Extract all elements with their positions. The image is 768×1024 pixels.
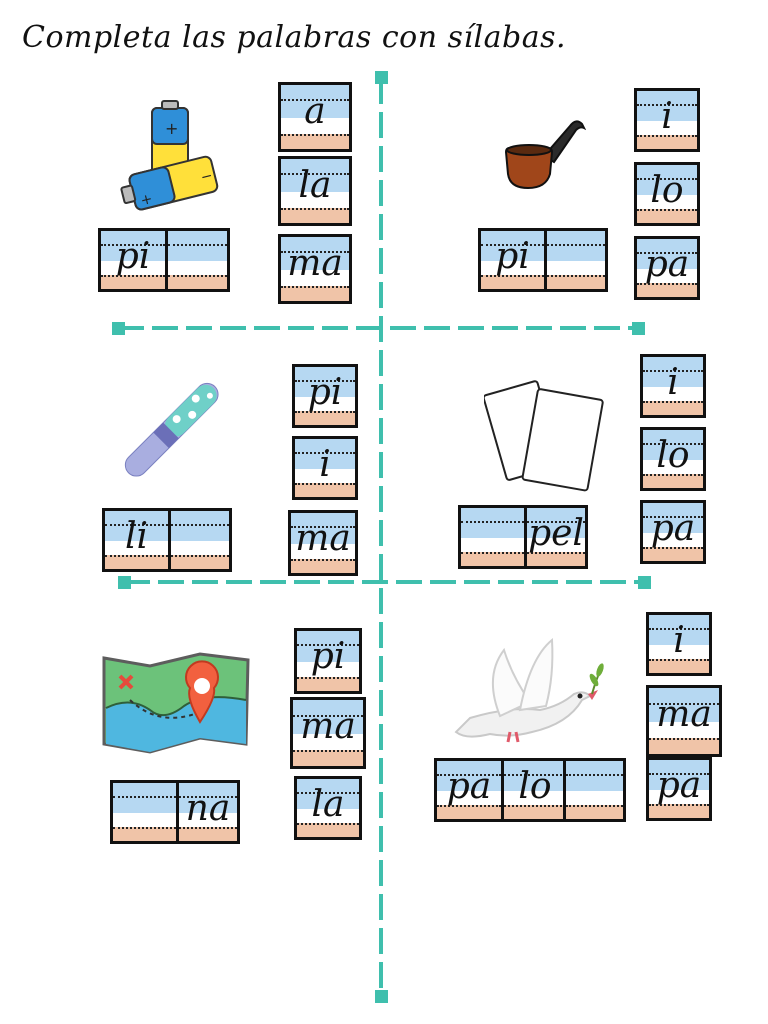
syllable-text: pi <box>310 636 346 678</box>
page-title: Completa las palabras con sílabas. <box>22 20 567 55</box>
syllable-card[interactable]: pa <box>640 500 706 564</box>
syllable-slot: li <box>105 511 168 569</box>
syllable-text: pel <box>528 513 584 555</box>
syllable-card[interactable]: ma <box>288 510 358 576</box>
nail-file-icon <box>124 382 219 477</box>
syllable-slot: pi <box>101 231 165 289</box>
syllable-text: lo <box>656 435 690 477</box>
syllable-card[interactable]: ma <box>278 234 352 304</box>
syllable-text: pa <box>446 766 492 808</box>
syllable-card[interactable]: ma <box>646 685 722 757</box>
syllable-card[interactable]: i <box>640 354 706 418</box>
syllable-card[interactable]: ma <box>290 697 366 769</box>
dove-icon <box>454 637 604 743</box>
svg-text:−: − <box>199 168 214 186</box>
syllable-text: na <box>185 788 231 830</box>
svg-text:+: + <box>139 191 154 209</box>
syllable-slot <box>461 508 524 566</box>
syllable-slot <box>113 783 176 841</box>
syllable-card[interactable]: lo <box>634 162 700 226</box>
syllable-slot <box>165 231 227 289</box>
syllable-text: pi <box>495 236 530 278</box>
syllable-card[interactable]: i <box>292 436 358 500</box>
syllable-text: ma <box>300 706 356 748</box>
syllable-text: la <box>311 784 345 826</box>
syllable-text: pa <box>644 244 690 286</box>
syllable-text: lo <box>650 170 684 212</box>
svg-text:+: + <box>165 119 178 138</box>
syllable-card[interactable]: la <box>278 156 352 226</box>
syllable-text: li <box>124 516 149 558</box>
syllable-slot: pel <box>524 508 585 566</box>
syllable-slot: pa <box>437 761 501 819</box>
syllable-text: pi <box>307 372 343 414</box>
syllable-card[interactable]: i <box>646 612 712 676</box>
syllable-card[interactable]: pa <box>646 757 712 821</box>
syllable-card[interactable]: pa <box>634 236 700 300</box>
paper-sheets-icon <box>484 380 604 492</box>
map-icon <box>102 652 250 754</box>
syllable-card[interactable]: i <box>634 88 700 152</box>
syllable-slot: lo <box>501 761 566 819</box>
pipe-icon <box>504 120 586 190</box>
syllable-text: i <box>673 620 685 662</box>
syllable-text: ma <box>656 694 712 736</box>
syllable-text: la <box>298 164 332 206</box>
word-box: na <box>110 780 240 844</box>
syllable-text: lo <box>518 766 552 808</box>
syllable-card[interactable]: a <box>278 82 352 152</box>
syllable-text: pa <box>656 765 702 807</box>
syllable-slot: pi <box>481 231 544 289</box>
syllable-text: pa <box>650 508 696 550</box>
word-box: li <box>102 508 232 572</box>
syllable-text: pi <box>115 236 151 278</box>
syllable-slot <box>544 231 605 289</box>
word-box: pa lo <box>434 758 626 822</box>
syllable-text: ma <box>287 242 343 284</box>
batteries-icon: + + − <box>120 100 219 211</box>
syllable-card[interactable]: pi <box>294 628 362 694</box>
syllable-card[interactable]: la <box>294 776 362 840</box>
word-box: pel <box>458 505 588 569</box>
syllable-text: a <box>304 90 326 132</box>
word-box: pi <box>98 228 230 292</box>
word-box: pi <box>478 228 608 292</box>
syllable-text: i <box>667 362 679 404</box>
syllable-slot <box>168 511 229 569</box>
syllable-slot <box>563 761 623 819</box>
syllable-text: ma <box>295 518 351 560</box>
syllable-card[interactable]: lo <box>640 427 706 491</box>
syllable-text: i <box>661 96 673 138</box>
syllable-slot: na <box>176 783 237 841</box>
syllable-text: i <box>319 444 331 486</box>
syllable-card[interactable]: pi <box>292 364 358 428</box>
